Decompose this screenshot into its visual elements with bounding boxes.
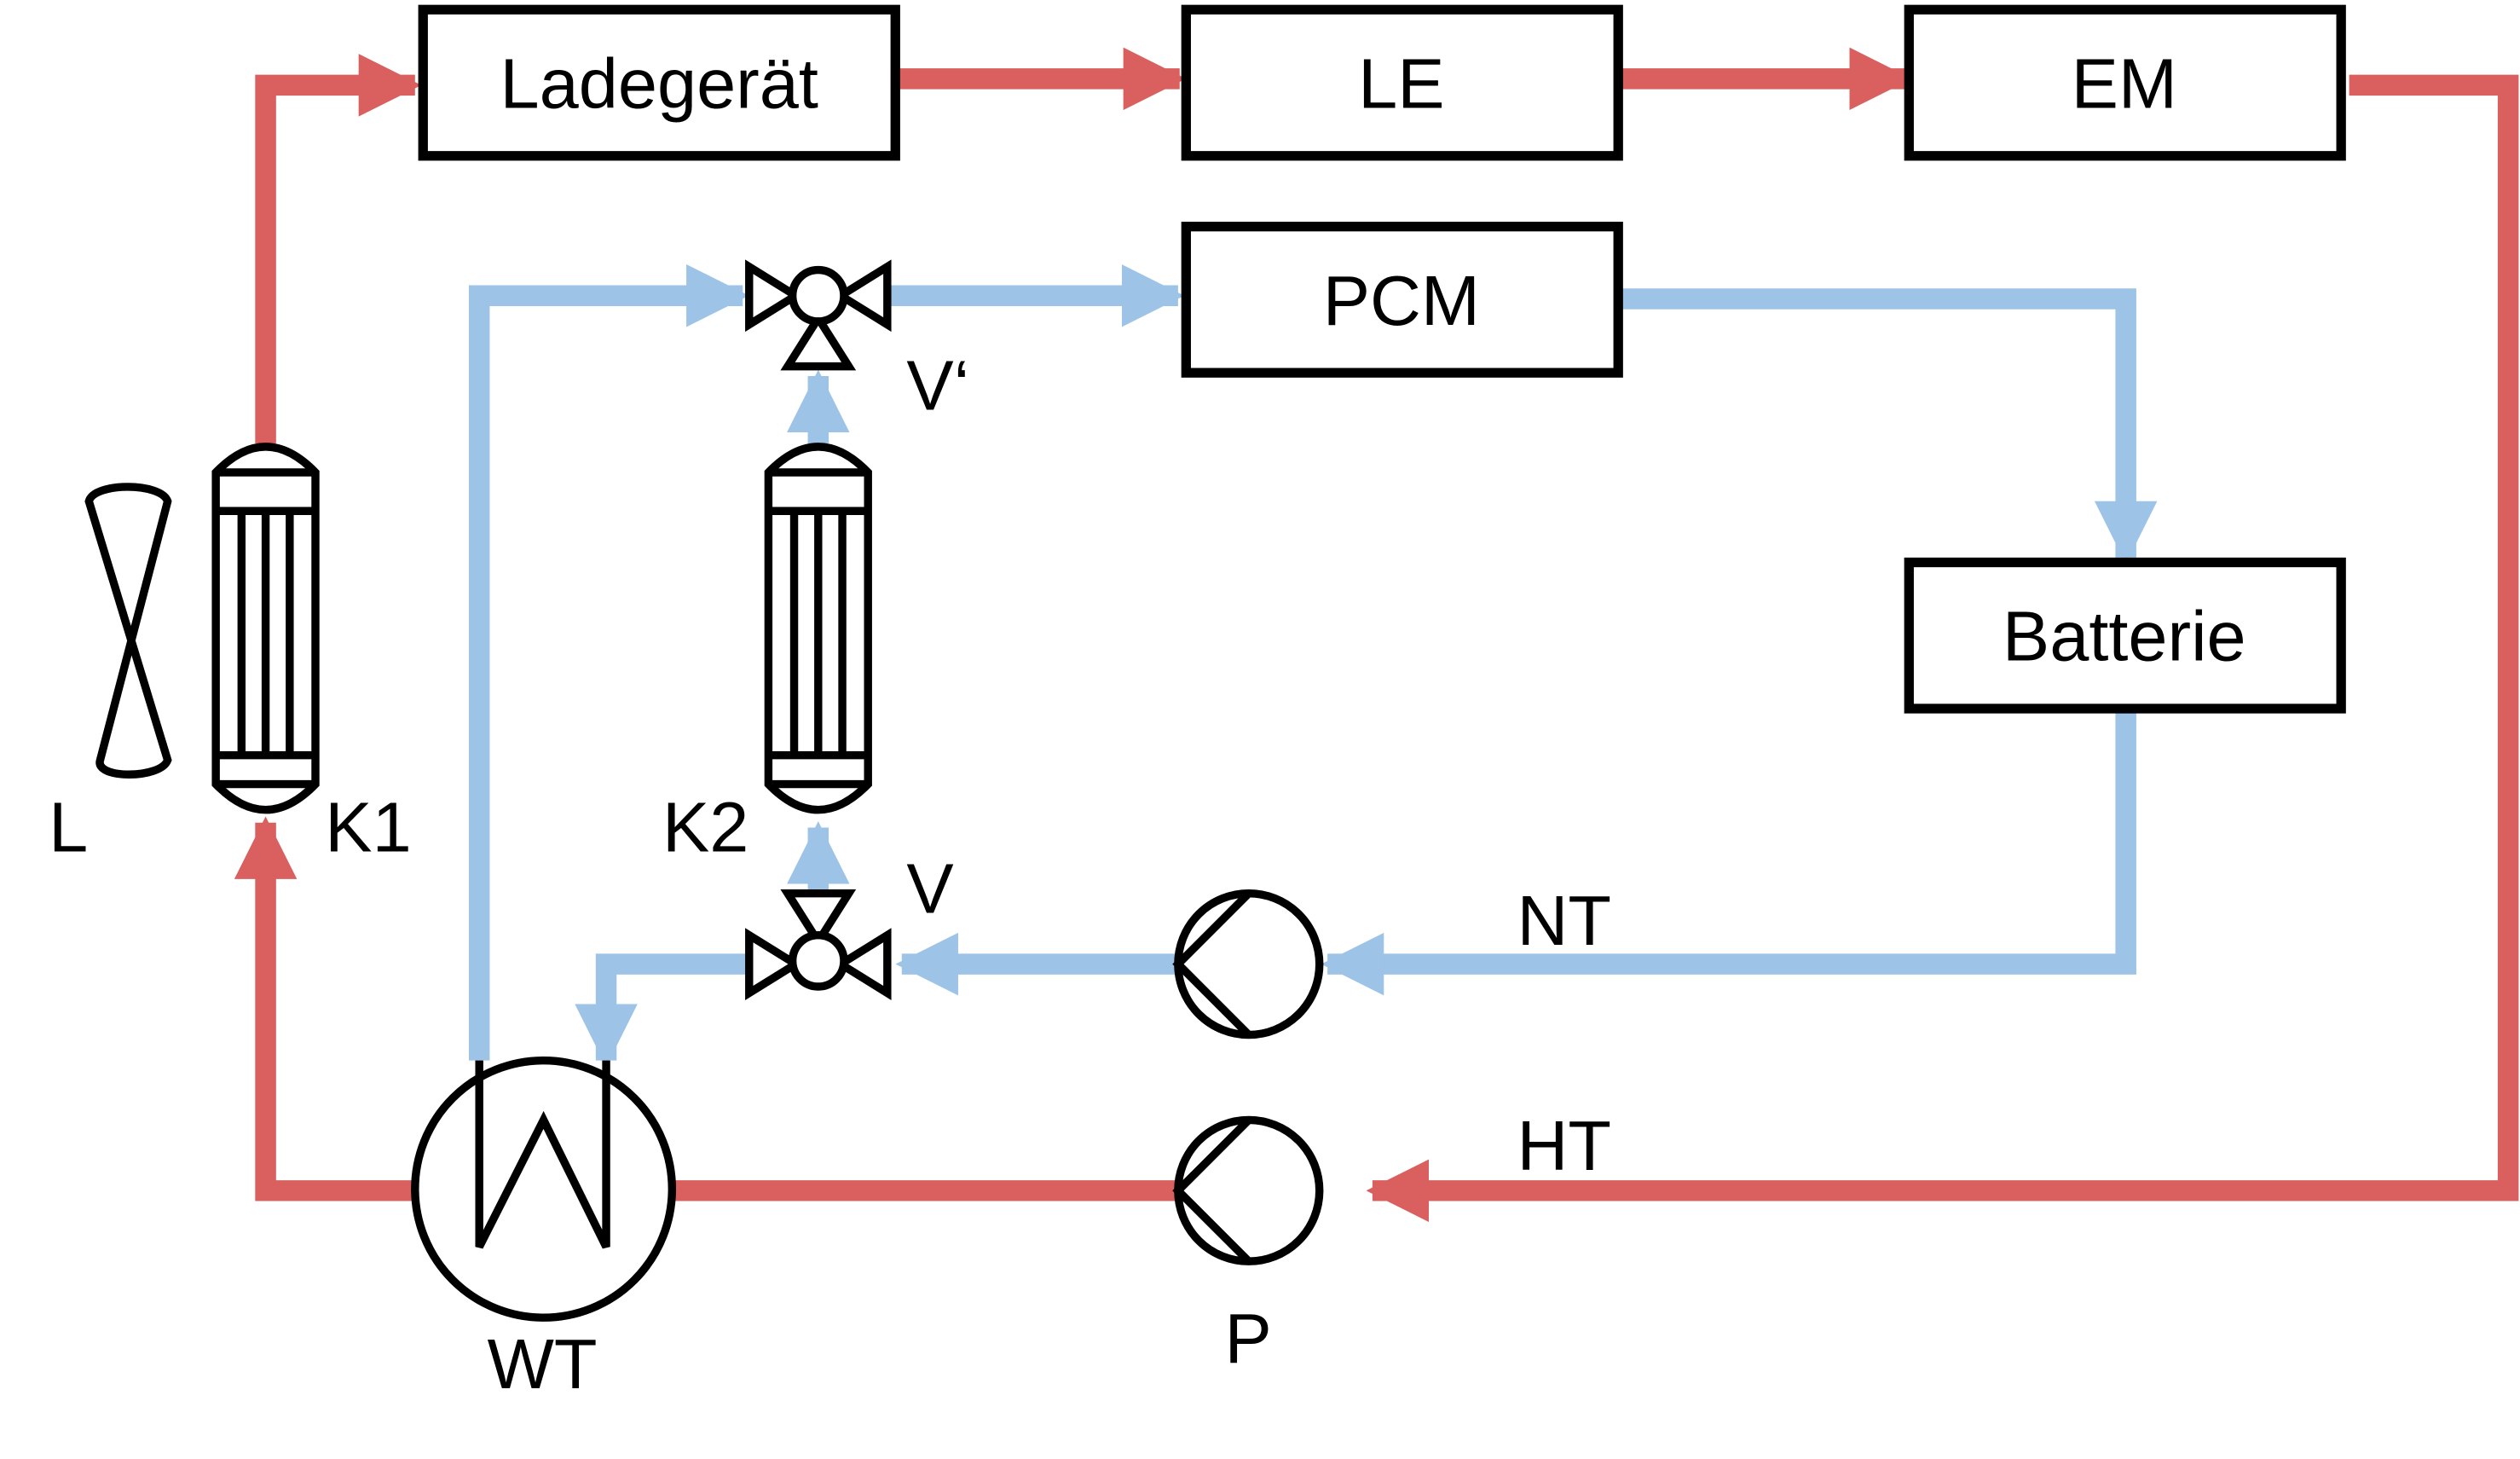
low-temperature-circuit-label: NT: [1517, 881, 1611, 960]
pipe-nt-battery-to-pump: [1321, 711, 2136, 996]
pcm-label: PCM: [1323, 261, 1480, 340]
fan-icon: [84, 483, 172, 779]
pipe-nt-wt-to-upper-valve: [468, 263, 749, 1061]
electric-motor-box: EM: [1904, 4, 2346, 161]
radiator-1-label: K1: [325, 788, 411, 867]
fan-label: L: [49, 788, 88, 867]
power-electronics-label: LE: [1358, 43, 1444, 123]
pump-icon: [1172, 1115, 1324, 1265]
low-temperature-circuit: [468, 263, 2158, 1068]
three-way-valve-icon: [745, 889, 892, 1001]
pump-label: P: [1225, 1299, 1272, 1378]
pipe-ht-k1-to-charger: [255, 54, 422, 444]
charger-box: Ladegerät: [418, 4, 900, 161]
radiator-2-label: K2: [662, 788, 748, 867]
three-way-valve-icon: [745, 259, 892, 371]
high-temperature-circuit: [234, 47, 2519, 1223]
charger-label: Ladegerät: [500, 43, 818, 123]
pump-icon: [1172, 889, 1324, 1039]
upper-valve-label: V‘: [906, 346, 969, 426]
pipe-nt-valve-to-wt: [575, 953, 749, 1068]
heat-exchanger-label: WT: [488, 1324, 598, 1404]
pcm-box: PCM: [1181, 222, 1623, 378]
pipe-nt-pcm-to-battery: [1618, 288, 2158, 564]
radiator-icon: [211, 443, 320, 814]
heat-exchanger-icon: [411, 1056, 677, 1322]
pipe-ht-return: [1366, 74, 2519, 1223]
radiator-icon: [764, 443, 872, 814]
battery-label: Batterie: [2003, 597, 2246, 676]
high-temperature-circuit-label: HT: [1517, 1106, 1611, 1185]
battery-box: Batterie: [1904, 557, 2346, 714]
power-electronics-box: LE: [1181, 4, 1623, 161]
electric-motor-label: EM: [2072, 43, 2177, 123]
pipe-ht-wt-to-k1: [234, 816, 417, 1201]
lower-valve-label: V: [906, 848, 953, 928]
